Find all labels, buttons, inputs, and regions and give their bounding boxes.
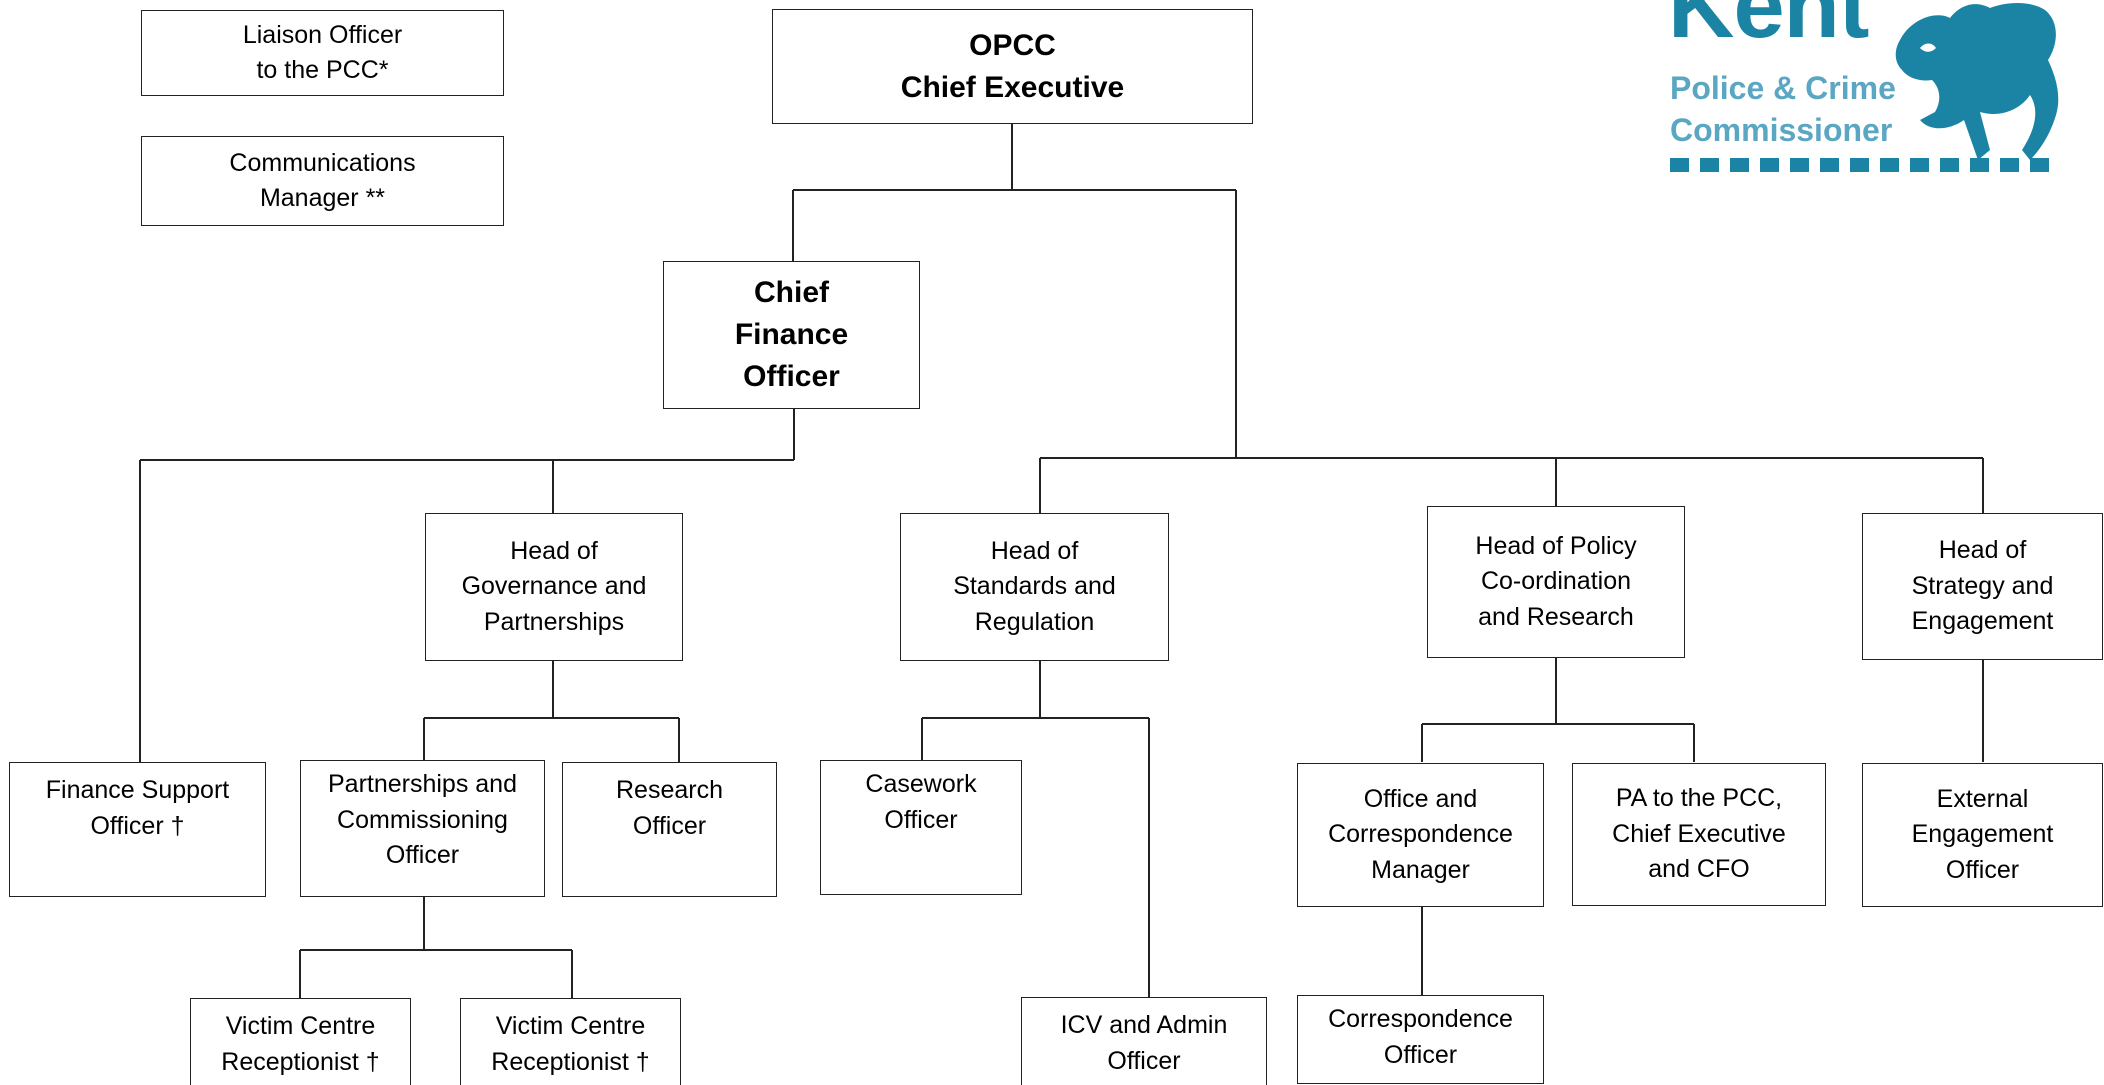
connector-cfo: [139, 408, 795, 762]
node-research-officer: Research Officer: [562, 762, 777, 897]
node-liaison-officer: Liaison Officer to the PCC*: [141, 10, 504, 96]
node-head-governance: Head of Governance and Partnerships: [425, 513, 683, 661]
node-chief-executive: OPCC Chief Executive: [772, 9, 1253, 124]
logo-line-2: Commissioner: [1670, 112, 1893, 148]
kent-pcc-logo: Kent Police & Crime Commissioner: [1650, 0, 2070, 180]
connector-standards: [921, 660, 1150, 998]
node-head-strategy: Head of Strategy and Engagement: [1862, 513, 2103, 660]
connector-ce: [792, 124, 1237, 458]
white-horse-icon: [1895, 3, 2059, 160]
node-finance-support-officer: Finance Support Officer †: [9, 762, 266, 897]
logo-dash-band: [1670, 158, 2060, 172]
node-partnerships-officer: Partnerships and Commissioning Officer: [300, 760, 545, 897]
logo-word: Kent: [1668, 0, 1869, 57]
node-chief-finance-officer: Chief Finance Officer: [663, 261, 920, 409]
node-external-engagement-officer: External Engagement Officer: [1862, 763, 2103, 907]
node-communications-manager: Communications Manager **: [141, 136, 504, 226]
node-victim-centre-receptionist-2: Victim Centre Receptionist †: [460, 998, 681, 1085]
node-casework-officer: Casework Officer: [820, 760, 1022, 895]
connector-policy: [1421, 658, 1695, 762]
node-victim-centre-receptionist-1: Victim Centre Receptionist †: [190, 998, 411, 1085]
node-pa: PA to the PCC, Chief Executive and CFO: [1572, 763, 1826, 906]
connector-heads: [1039, 457, 1984, 514]
node-correspondence-officer: Correspondence Officer: [1297, 995, 1544, 1084]
node-office-correspondence-manager: Office and Correspondence Manager: [1297, 763, 1544, 907]
connector-partnerships: [299, 896, 573, 1000]
node-head-standards: Head of Standards and Regulation: [900, 513, 1169, 661]
logo-line-1: Police & Crime: [1670, 70, 1896, 106]
node-head-policy: Head of Policy Co-ordination and Researc…: [1427, 506, 1685, 658]
connector-governance: [423, 660, 680, 762]
node-icv-admin-officer: ICV and Admin Officer: [1021, 997, 1267, 1085]
